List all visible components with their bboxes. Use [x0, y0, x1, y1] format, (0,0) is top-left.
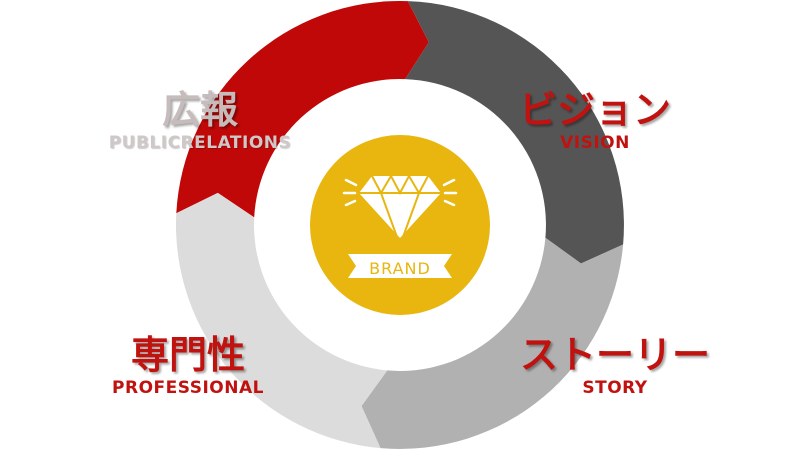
label-jp: ビジョン: [518, 88, 671, 132]
label-jp: 専門性: [130, 333, 245, 377]
label-story: ストーリー STORY: [505, 333, 725, 399]
label-professional: 専門性 PROFESSIONAL: [88, 333, 288, 399]
label-public-relations: 広報 PUBLICRELATIONS: [100, 88, 300, 154]
segment-public-relations: [176, 0, 429, 218]
label-jp: 広報: [161, 88, 238, 132]
segment-professional: [175, 192, 388, 449]
segment-story: [361, 237, 624, 449]
label-vision: ビジョン VISION: [495, 88, 695, 154]
brand-label: BRAND: [369, 259, 431, 278]
segment-vision: [405, 1, 624, 264]
label-en: PUBLICRELATIONS: [108, 133, 292, 153]
label-en: STORY: [582, 378, 648, 398]
brand-ribbon: [348, 254, 452, 278]
label-en: VISION: [560, 133, 630, 153]
label-en: PROFESSIONAL: [112, 378, 264, 398]
diamond-icon: [342, 173, 458, 238]
label-jp: ストーリー: [519, 333, 710, 377]
